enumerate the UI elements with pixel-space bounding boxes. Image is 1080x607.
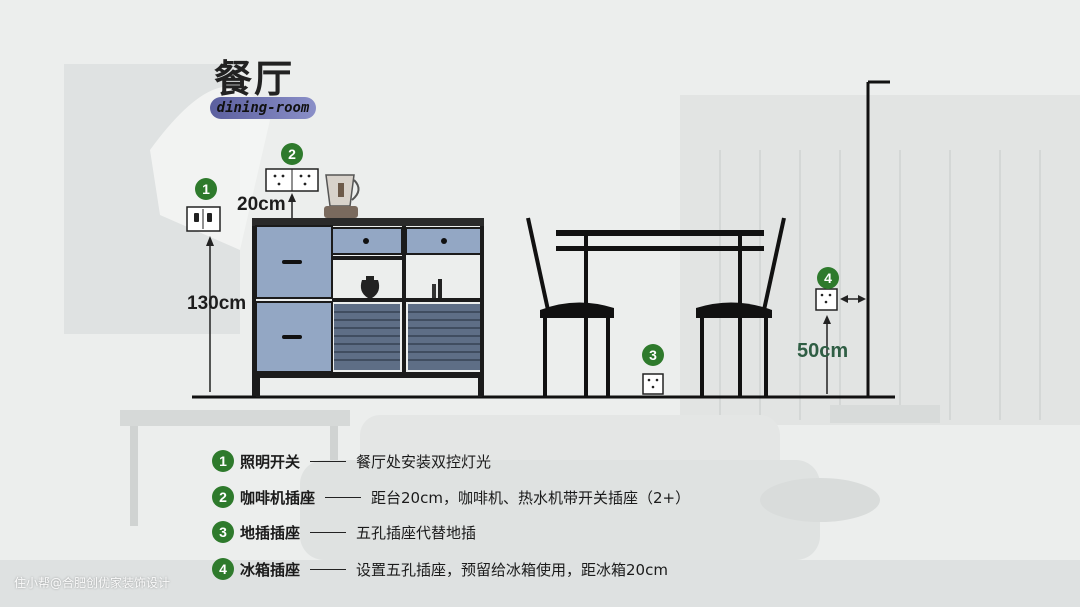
marker-1: 1 — [195, 178, 217, 200]
switch-height-arrow — [206, 236, 214, 392]
watermark: 住小帮@合肥创优家装饰设计 — [14, 576, 171, 590]
fridge-outlet — [815, 288, 838, 311]
legend-desc: 距台20cm，咖啡机、热水机带开关插座（2+） — [371, 488, 691, 507]
legend-item-4: 4 冰箱插座 设置五孔插座，预留给冰箱使用，距冰箱20cm — [212, 556, 668, 582]
legend-desc: 设置五孔插座，预留给冰箱使用，距冰箱20cm — [356, 560, 668, 579]
legend-dash — [310, 568, 347, 570]
legend-badge: 3 — [212, 521, 234, 543]
legend-item-2: 2 咖啡机插座 距台20cm，咖啡机、热水机带开关插座（2+） — [212, 484, 690, 510]
legend-item-3: 3 地插插座 五孔插座代替地插 — [212, 519, 476, 545]
switch-height-label: 130cm — [187, 293, 247, 314]
coffee-height-arrow — [288, 193, 296, 222]
legend-dash — [310, 460, 347, 462]
fridge-height-arrow — [823, 315, 831, 394]
dining-chair-right — [696, 217, 786, 396]
marker-4: 4 — [817, 267, 839, 289]
legend-desc: 餐厅处安装双控灯光 — [356, 452, 492, 471]
legend-badge: 2 — [212, 486, 234, 508]
legend-badge: 4 — [212, 558, 234, 580]
coffee-outlets — [265, 168, 319, 192]
legend-name: 地插插座 — [240, 523, 301, 542]
coffee-machine-icon — [324, 174, 360, 218]
legend-desc: 五孔插座代替地插 — [356, 523, 477, 542]
legend-name: 冰箱插座 — [240, 560, 301, 579]
light-switch — [186, 206, 221, 232]
legend-badge: 1 — [212, 450, 234, 472]
legend-name: 咖啡机插座 — [240, 488, 316, 507]
legend-dash — [325, 496, 362, 498]
coffee-outlet-height-label: 20cm — [237, 194, 286, 215]
sideboard-cabinet — [252, 218, 484, 397]
legend-item-1: 1 照明开关 餐厅处安装双控灯光 — [212, 448, 491, 474]
page-subtitle: dining-room — [210, 97, 316, 119]
marker-2: 2 — [281, 143, 303, 165]
dining-chair-left — [526, 217, 614, 396]
page-title: 餐厅 — [214, 57, 295, 101]
legend-dash — [310, 531, 347, 533]
fridge-outlet-height-label: 50cm — [797, 340, 849, 362]
marker-3: 3 — [642, 344, 664, 366]
floor-outlet — [642, 373, 664, 395]
fridge-gap-arrow — [840, 295, 866, 303]
legend-name: 照明开关 — [240, 452, 301, 471]
